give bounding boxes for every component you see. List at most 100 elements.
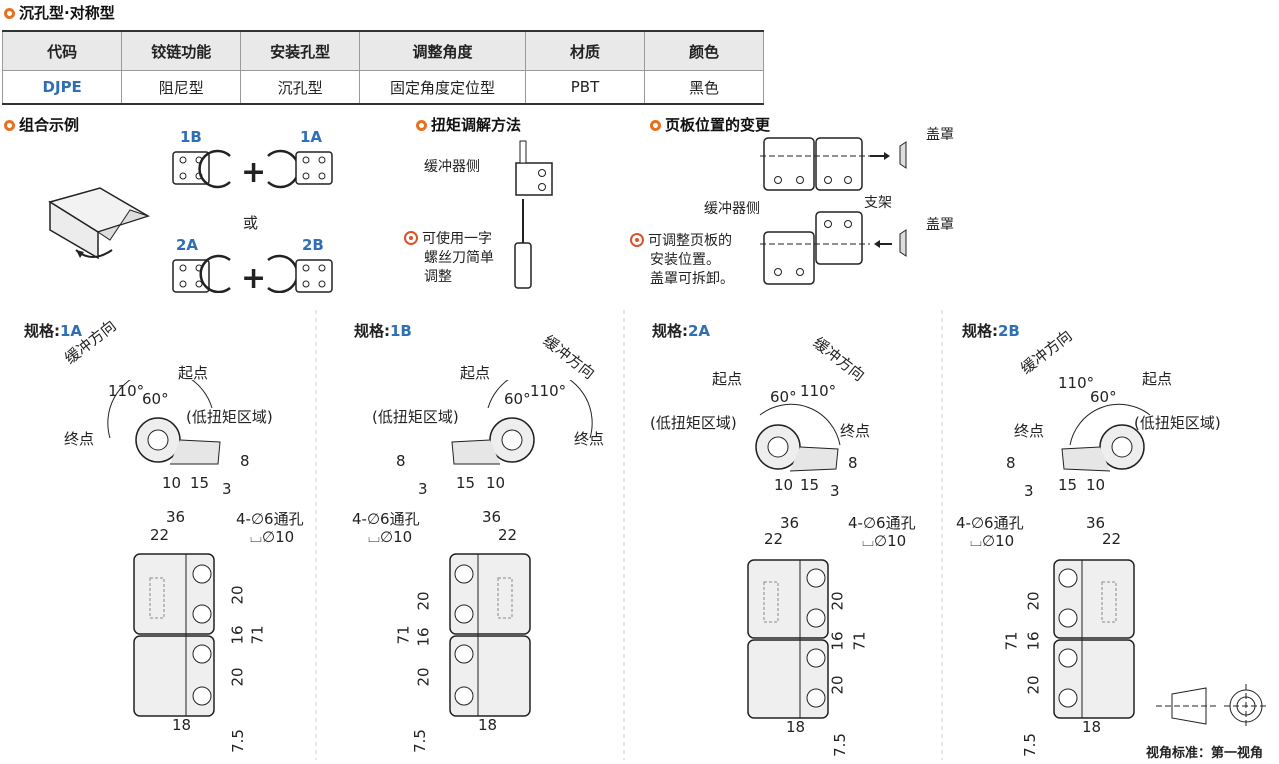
w18-1b: 18 — [478, 716, 498, 734]
leaf-note-line-1: 可调整页板的 — [648, 233, 732, 249]
th-angle: 调整角度 — [359, 30, 526, 71]
hole-label-2b: 4-∅6通孔 — [956, 514, 1024, 532]
hole-label-2a: 4-∅6通孔 — [848, 514, 916, 532]
cbore-label-2a: ⌴∅10 — [862, 532, 907, 550]
w36-2b: 36 — [1086, 514, 1106, 532]
torque-heading: 扭矩调解方法 — [416, 114, 521, 135]
angle-low-2b: 60° — [1090, 388, 1117, 406]
start-label-1a: 起点 — [178, 364, 209, 382]
svg-text:+: + — [241, 261, 266, 293]
combo-row-2: + — [172, 254, 333, 293]
hole-label-1a: 4-∅6通孔 — [236, 510, 304, 528]
combo-row-1: + — [172, 149, 333, 190]
label-2a: 2A — [176, 236, 199, 254]
combo-diagram: + + — [172, 149, 333, 293]
td-color: 黑色 — [644, 70, 764, 105]
td-code: DJPE — [1, 70, 123, 105]
dim-8-1b: 8 — [396, 452, 406, 470]
table-row: DJPE 阻尼型 沉孔型 固定角度定位型 PBT 黑色 — [1, 70, 764, 105]
or-label: 或 — [243, 214, 259, 232]
w36-1a: 36 — [166, 508, 186, 526]
end-label-1a: 终点 — [64, 430, 95, 448]
cbore-label-1b: ⌴∅10 — [368, 528, 413, 546]
dim-10-1b: 10 — [486, 474, 506, 492]
th-hole: 安装孔型 — [240, 30, 361, 71]
th-material: 材质 — [524, 30, 646, 71]
end-label-2a: 终点 — [840, 422, 871, 440]
svg-text:+: + — [241, 155, 266, 190]
hinge-front-1a — [133, 553, 215, 717]
type-heading-text: 沉孔型·对称型 — [19, 4, 115, 22]
angle-total-1b: 110° — [530, 382, 567, 400]
w18-1a: 18 — [172, 716, 192, 734]
leaf-note: 可调整页板的 安装位置。 盖罩可拆卸。 — [630, 232, 734, 289]
leaf-heading-text: 页板位置的变更 — [665, 116, 771, 134]
spec-title-text: 规格: — [24, 322, 60, 340]
hinge-3d-illustration — [48, 187, 150, 260]
w18-2a: 18 — [786, 718, 806, 736]
first-angle-projection-icon — [1156, 684, 1268, 728]
bullet-icon — [650, 120, 661, 131]
angle-total-1a: 110° — [108, 382, 145, 400]
leaf-damper-side: 缓冲器侧 — [704, 201, 760, 217]
dim-15-2b: 15 — [1058, 476, 1078, 494]
end-label-1b: 终点 — [574, 430, 605, 448]
dim-10-2a: 10 — [774, 476, 794, 494]
rotary-diagram-2a — [755, 403, 841, 472]
spec-title-1b: 规格:1B — [354, 320, 412, 341]
low-zone-1b: (低扭矩区域) — [372, 408, 459, 426]
spec-variant: 1A — [60, 322, 83, 340]
spec-title-2a: 规格:2A — [652, 320, 710, 341]
angle-low-1a: 60° — [142, 390, 169, 408]
dim-8-2a: 8 — [848, 454, 858, 472]
label-1a: 1A — [300, 128, 323, 146]
cbore-label-1a: ⌴∅10 — [250, 528, 295, 546]
hole-label-1b: 4-∅6通孔 — [352, 510, 420, 528]
spec-title-2b: 规格:2B — [962, 320, 1020, 341]
start-label-1b: 起点 — [460, 364, 491, 382]
hinge-front-2a — [747, 559, 829, 719]
angle-total-2a: 110° — [800, 382, 837, 400]
label-2b: 2B — [302, 236, 324, 254]
td-function: 阻尼型 — [121, 70, 242, 105]
cap-label-bottom: 盖罩 — [926, 217, 954, 233]
dim-3-1a: 3 — [222, 480, 232, 498]
panel-separators — [315, 310, 943, 760]
bracket-label: 支架 — [864, 195, 892, 211]
spec-title-text: 规格: — [962, 322, 998, 340]
leaf-note-line-3: 盖罩可拆卸。 — [650, 271, 734, 287]
torque-note-line-3: 调整 — [424, 269, 452, 285]
leaf-change-diagram — [760, 137, 907, 285]
dim-15-1a: 15 — [190, 474, 210, 492]
angle-low-1b: 60° — [504, 390, 531, 408]
bullet-icon — [4, 8, 15, 19]
note-icon — [404, 231, 418, 245]
start-label-2a: 起点 — [712, 370, 743, 388]
torque-heading-text: 扭矩调解方法 — [431, 116, 522, 134]
dim-3-2a: 3 — [830, 482, 840, 500]
combo-heading-text: 组合示例 — [19, 116, 80, 134]
combo-heading: 组合示例 — [4, 114, 79, 135]
w22-1b: 22 — [498, 526, 518, 544]
torque-note-line-2: 螺丝刀简单 — [424, 250, 494, 266]
label-1b: 1B — [180, 128, 202, 146]
bullet-icon — [416, 120, 427, 131]
spec-variant: 2B — [998, 322, 1020, 340]
note-icon — [630, 233, 644, 247]
end-label-2b: 终点 — [1014, 422, 1045, 440]
th-color: 颜色 — [644, 30, 764, 71]
th-code: 代码 — [1, 30, 123, 71]
td-angle: 固定角度定位型 — [359, 70, 526, 105]
w36-2a: 36 — [780, 514, 800, 532]
cbore-label-2b: ⌴∅10 — [970, 532, 1015, 550]
td-hole: 沉孔型 — [240, 70, 361, 105]
w22-1a: 22 — [150, 526, 170, 544]
torque-note: 可使用一字 螺丝刀简单 调整 — [404, 230, 494, 287]
leaf-note-line-2: 安装位置。 — [650, 252, 720, 268]
w22-2a: 22 — [764, 530, 784, 548]
spec-title-text: 规格: — [354, 322, 390, 340]
spec-table: 代码 铰链功能 安装孔型 调整角度 材质 颜色 DJPE 阻尼型 沉孔型 固定角… — [1, 30, 764, 105]
spec-variant: 1B — [390, 322, 412, 340]
dim-3-1b: 3 — [418, 480, 428, 498]
low-zone-2a: (低扭矩区域) — [650, 414, 737, 432]
